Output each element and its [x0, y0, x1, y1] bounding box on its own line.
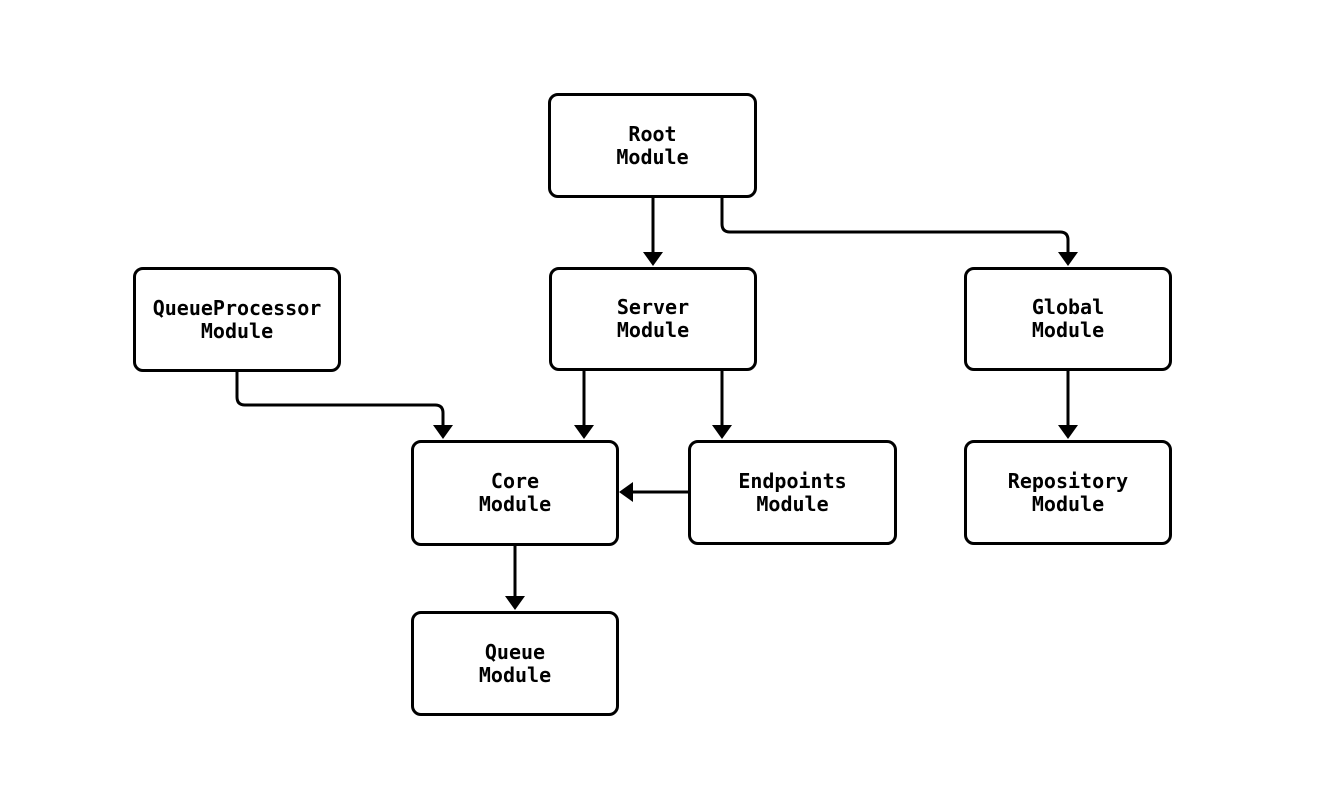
edge-server-to-endpoints-arrowhead	[712, 425, 732, 439]
node-endpoints-module: Endpoints Module	[688, 440, 897, 545]
node-repository-module: Repository Module	[964, 440, 1172, 545]
node-server-module: Server Module	[549, 267, 757, 371]
edge-global-to-repository-arrowhead	[1058, 425, 1078, 439]
edge-root-to-global-arrowhead	[1058, 252, 1078, 266]
edge-root-to-server-arrowhead	[643, 252, 663, 266]
node-core-module: Core Module	[411, 440, 619, 546]
node-global-module: Global Module	[964, 267, 1172, 371]
node-queueprocessor-module: QueueProcessor Module	[133, 267, 341, 372]
edge-queueprocessor-to-core	[235, 371, 445, 426]
edge-server-to-core-arrowhead	[574, 425, 594, 439]
edge-endpoints-to-core-arrowhead	[619, 482, 633, 502]
edge-core-to-queue-arrowhead	[505, 596, 525, 610]
edge-queueprocessor-to-core-arrowhead	[433, 425, 453, 439]
node-queue-module: Queue Module	[411, 611, 619, 716]
node-root-module: Root Module	[548, 93, 757, 198]
edge-root-to-global	[720, 198, 1070, 253]
